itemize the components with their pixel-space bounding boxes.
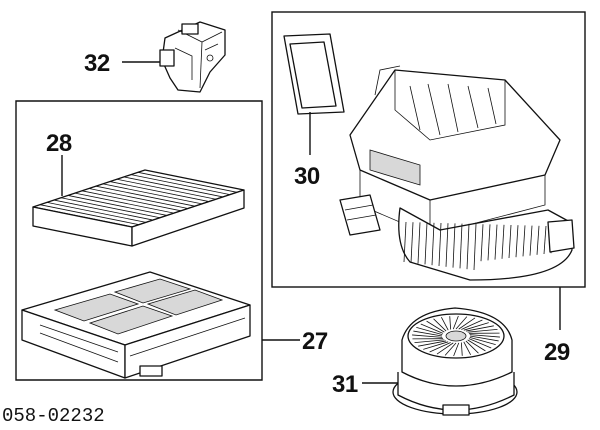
fan-blade — [433, 318, 447, 332]
housing-rib — [431, 222, 435, 266]
housing-rib — [529, 225, 533, 256]
housing-rib — [536, 225, 540, 255]
filter-pleat — [39, 204, 140, 226]
fan-blade — [461, 319, 483, 330]
housing-rib — [452, 223, 456, 268]
fan-blade — [465, 325, 494, 332]
housing-rib — [487, 224, 491, 261]
callout-32: 32 — [84, 50, 110, 77]
filter-pleat — [130, 174, 231, 196]
housing-rib — [459, 223, 463, 269]
fan-blade — [420, 323, 444, 334]
fan-blade — [426, 320, 445, 333]
filter-pleat — [74, 192, 175, 214]
fan-blade — [413, 330, 443, 337]
filter-pleat — [88, 188, 189, 209]
housing-rib — [466, 223, 470, 270]
filter-pleat — [102, 183, 203, 205]
callout-31: 31 — [332, 371, 358, 398]
fan-blade — [416, 326, 443, 336]
callout-30: 30 — [294, 163, 320, 190]
housing-rib — [410, 222, 414, 263]
fan-blade — [412, 334, 443, 338]
fan-blade — [469, 335, 499, 342]
fan-blade — [452, 315, 459, 330]
filter-pleat — [109, 181, 210, 202]
callout-27: 27 — [302, 328, 328, 355]
housing-rib — [543, 225, 547, 255]
housing-rib — [473, 223, 477, 271]
air-filter-element-part — [32, 169, 245, 247]
gasket-seal-part — [283, 33, 345, 115]
fan-blade — [449, 316, 452, 330]
filter-pleat — [67, 195, 168, 216]
housing-rib — [480, 224, 484, 262]
filter-frame-part — [21, 271, 251, 379]
filter-pleat — [53, 199, 154, 221]
fan-blade — [441, 316, 449, 331]
filter-pleat — [46, 201, 147, 223]
filter-pleat — [81, 190, 182, 212]
housing-rib — [417, 222, 421, 264]
fan-blade — [453, 342, 460, 357]
filter-pleat — [95, 185, 196, 207]
blower-group-box — [271, 11, 586, 330]
housing-rib — [522, 225, 526, 257]
housing-rib — [438, 222, 442, 267]
housing-rib — [403, 221, 407, 263]
filter-pleat — [116, 178, 217, 200]
filter-group-box — [15, 100, 300, 381]
fan-blade — [436, 342, 454, 355]
callout-28: 28 — [46, 130, 72, 157]
fan-blade — [467, 328, 498, 333]
fan-blade — [429, 342, 451, 353]
blower-housing-part — [339, 65, 575, 281]
filter-pleat — [123, 176, 224, 198]
fan-blade — [458, 317, 476, 330]
fan-blade — [444, 342, 457, 356]
fan-blades — [412, 315, 500, 357]
fan-blade — [463, 341, 471, 356]
fan-blade — [468, 338, 492, 349]
fan-blade — [460, 342, 463, 356]
housing-rib — [424, 222, 428, 265]
fan-blade — [414, 339, 445, 344]
fan-blade — [463, 322, 489, 331]
filter-pleats — [39, 171, 238, 226]
housing-rib — [515, 225, 519, 258]
fan-blade — [423, 341, 449, 350]
filter-pleat — [137, 171, 238, 193]
fan-blade — [469, 334, 500, 338]
fan-blade — [455, 316, 468, 330]
housing-rib — [508, 224, 512, 259]
actuator-motor-part — [159, 21, 226, 93]
fan-blade — [465, 340, 479, 354]
housing-rib — [445, 223, 449, 267]
housing-rib — [494, 224, 498, 260]
fan-blade — [467, 339, 486, 352]
blower-motor-part — [392, 307, 518, 416]
diagram-code: 058-02232 — [2, 405, 105, 427]
callout-29: 29 — [544, 339, 570, 366]
fan-blade — [418, 340, 447, 347]
housing-rib — [501, 224, 505, 259]
filter-pleat — [60, 197, 161, 219]
fan-blade — [469, 336, 496, 346]
